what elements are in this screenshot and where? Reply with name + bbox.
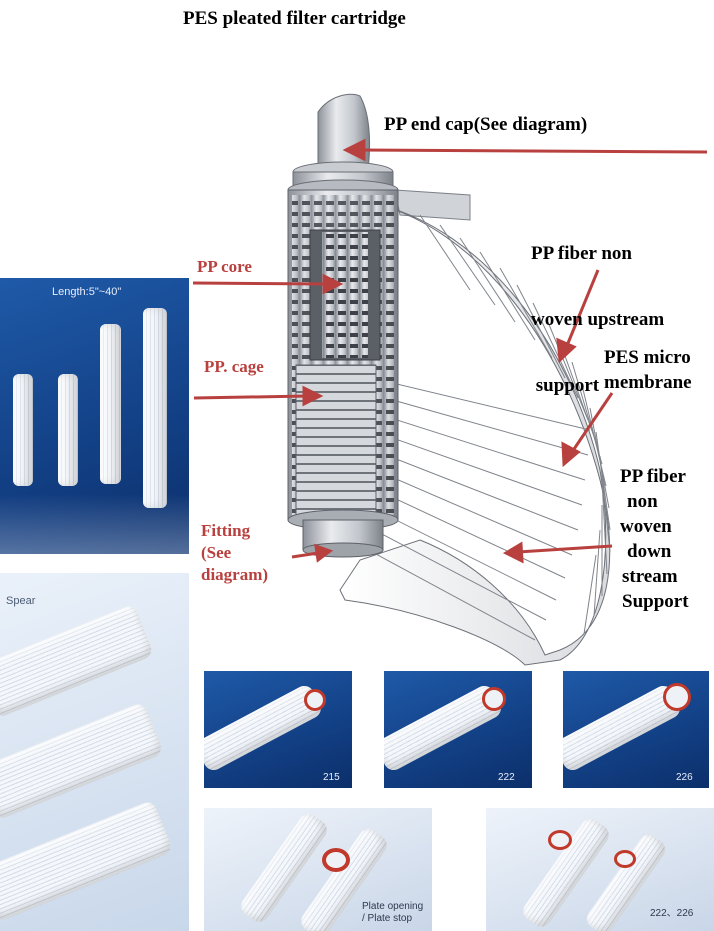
- plate-gasket: [322, 848, 350, 872]
- end-cap: [287, 93, 399, 201]
- oring-215: [304, 689, 326, 711]
- reflection: [0, 494, 189, 554]
- combo-caption: 222、226: [650, 908, 694, 919]
- label-downstream-line-6: Support: [622, 591, 689, 612]
- label-upstream-line-1: PP fiber non: [531, 243, 632, 264]
- spear-caption: Spear: [6, 595, 36, 607]
- photo-fitting-215: 215: [204, 671, 352, 788]
- label-pes-membrane: PES micro membrane: [604, 347, 692, 394]
- photo-lengths: Length:5"~40": [0, 278, 189, 554]
- photo-combo: 222、226: [486, 808, 714, 931]
- photo-fitting-226: 226: [563, 671, 709, 788]
- label-end-cap: PP end cap(See diagram): [384, 114, 588, 135]
- spear-cartridge-1: [0, 603, 155, 719]
- oring-222: [482, 687, 506, 711]
- plate-caption-line-2: / Plate stop: [362, 913, 413, 924]
- fitting-222-caption: 222: [498, 772, 515, 783]
- label-fitting-line-1: Fitting: [201, 521, 251, 540]
- fitting-215-caption: 215: [323, 772, 340, 783]
- cartridge-long: [143, 308, 167, 508]
- pleated-membrane: [339, 189, 611, 666]
- combo-oring-2: [614, 850, 636, 868]
- cartridge-short-1: [13, 374, 33, 486]
- label-downstream-line-4: down: [627, 541, 672, 562]
- combo-oring-1: [548, 830, 572, 850]
- label-downstream-line-2: non: [627, 491, 658, 512]
- cartridge-short-2: [58, 374, 78, 486]
- label-upstream-support: PP fiber non woven upstream support: [531, 199, 664, 419]
- label-upstream-line-2: woven upstream: [531, 309, 665, 330]
- photo-plate: Plate opening / Plate stop: [204, 808, 432, 931]
- cartridge-medium: [100, 324, 121, 484]
- photo-spear: Spear: [0, 573, 189, 931]
- label-membrane-line-1: PES micro: [604, 347, 691, 368]
- oring-226: [663, 683, 691, 711]
- label-arrows: [192, 138, 708, 564]
- label-downstream-line-5: stream: [622, 566, 678, 587]
- label-membrane-line-2: membrane: [604, 372, 692, 393]
- photo-fitting-222: 222: [384, 671, 532, 788]
- label-pp-core: PP core: [197, 257, 252, 276]
- label-downstream-line-1: PP fiber: [620, 466, 686, 487]
- label-fitting-line-3: diagram): [201, 565, 269, 584]
- plate-caption-line-1: Plate opening: [362, 901, 424, 912]
- spear-cartridge-2: [0, 701, 164, 821]
- fitting-226-caption: 226: [676, 772, 693, 783]
- length-caption: Length:5"~40": [52, 286, 122, 298]
- plate-caption: Plate opening / Plate stop: [362, 901, 423, 925]
- label-upstream-line-3: support: [531, 375, 600, 396]
- outer-cage: [287, 189, 399, 531]
- spear-cartridge-3: [0, 799, 174, 923]
- label-pp-cage: PP. cage: [204, 357, 264, 376]
- label-fitting: Fitting (See diagram): [201, 520, 268, 586]
- label-fitting-line-2: (See: [201, 543, 232, 562]
- bottom-fitting: [302, 519, 384, 558]
- page-title: PES pleated filter cartridge: [183, 8, 406, 29]
- label-downstream-line-3: woven: [620, 516, 672, 537]
- label-downstream-support: PP fiber non woven down stream Support: [620, 464, 689, 614]
